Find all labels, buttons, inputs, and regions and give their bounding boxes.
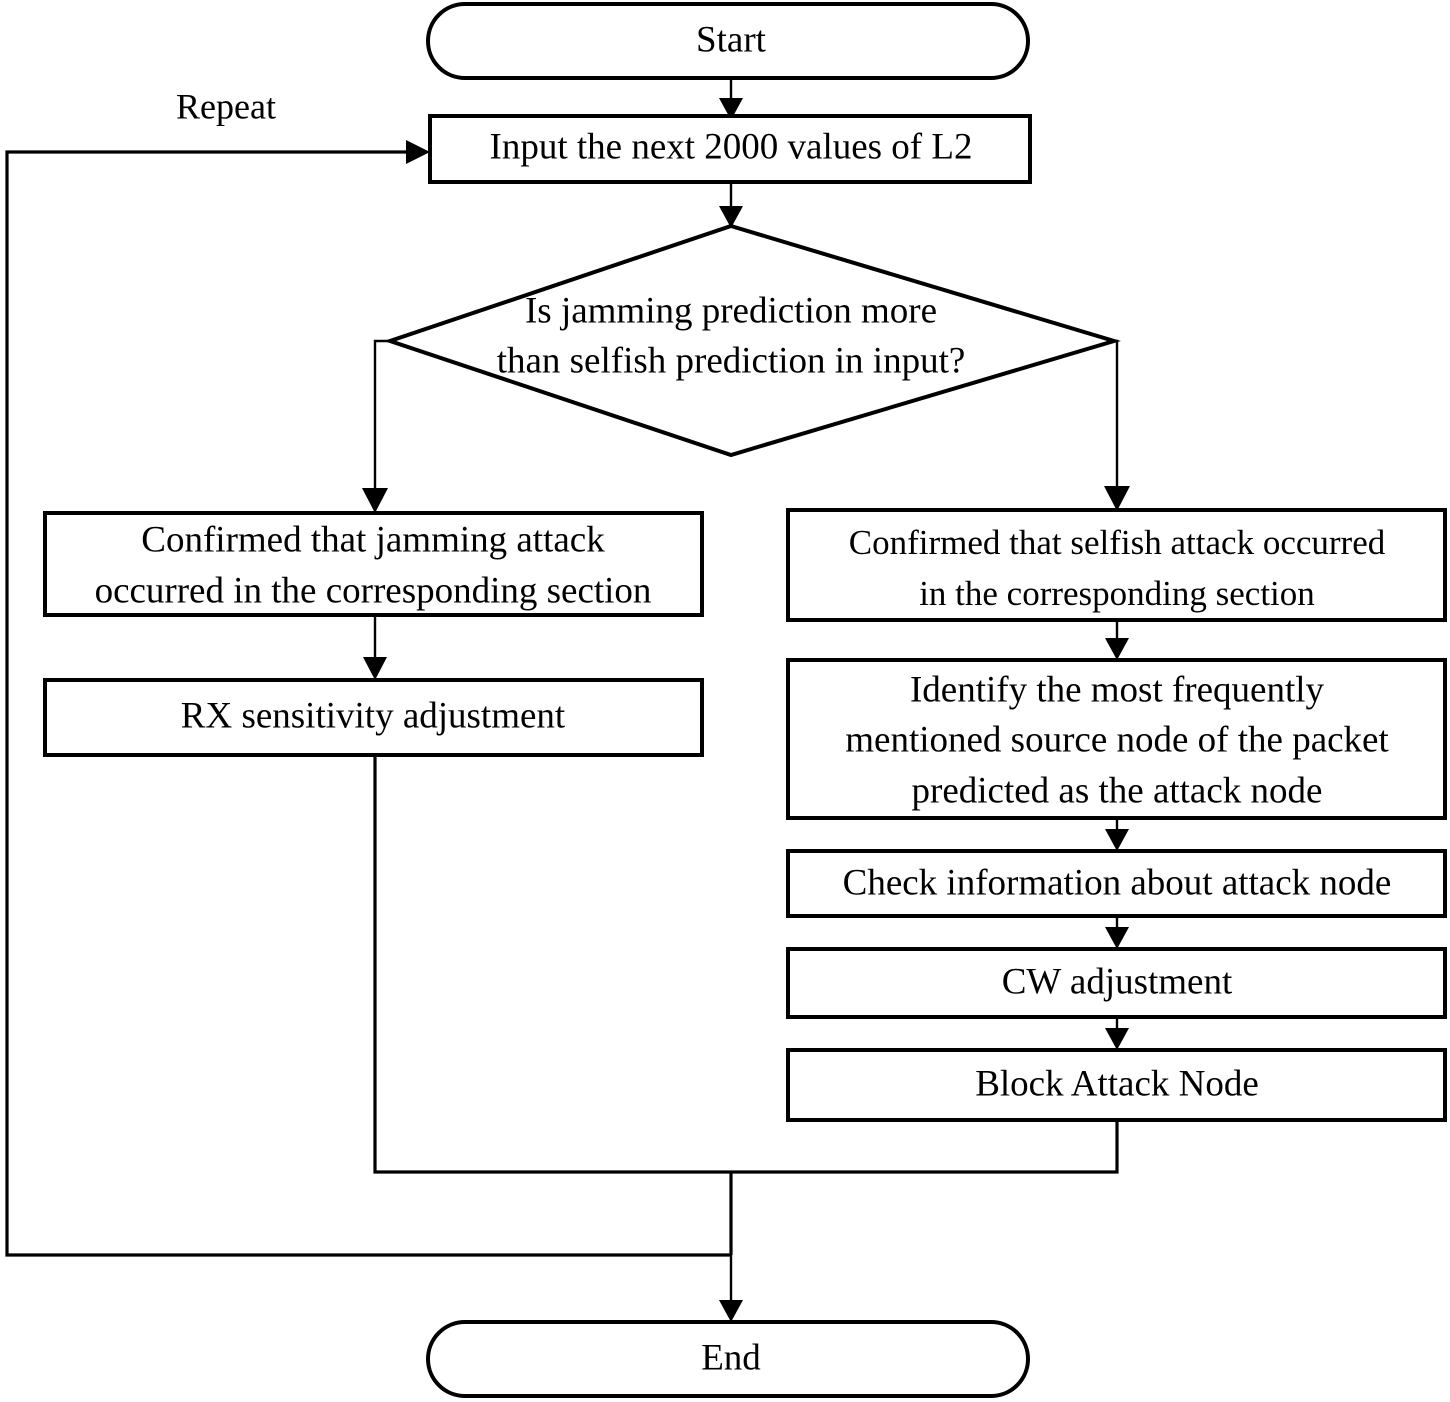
edge-label-repeat: Repeat <box>176 86 276 126</box>
node-jamming-confirmed[interactable]: Confirmed that jamming attack occurred i… <box>43 511 704 617</box>
node-check-attack-info[interactable]: Check information about attack node <box>786 849 1447 918</box>
node-jamming-confirmed-line2: occurred in the corresponding section <box>95 570 652 611</box>
node-jamming-confirmed-line1: Confirmed that jamming attack <box>141 519 605 560</box>
node-identify-line2: mentioned source node of the packet <box>845 719 1389 760</box>
edge-input-to-decision <box>719 182 743 228</box>
edge-jamming-to-rx <box>363 615 387 680</box>
edge-decision-to-selfish <box>1104 339 1130 511</box>
node-decision-line2: than selfish prediction in input? <box>497 340 966 381</box>
node-block-attack-node-label: Block Attack Node <box>975 1063 1259 1104</box>
edge-start-to-input <box>719 78 743 120</box>
edge-block-to-merge <box>731 1120 1119 1174</box>
node-decision[interactable]: Is jamming prediction more than selfish … <box>383 223 1121 458</box>
node-end-label: End <box>701 1337 761 1378</box>
edge-decision-to-jamming <box>362 339 390 513</box>
node-decision-line1: Is jamming prediction more <box>525 290 937 331</box>
edge-check-to-cw <box>1105 916 1129 949</box>
node-cw-adjustment-label: CW adjustment <box>1002 961 1233 1002</box>
node-identify-attack-node[interactable]: Identify the most frequently mentioned s… <box>786 658 1447 820</box>
edge-rx-to-merge <box>373 755 731 1174</box>
node-block-attack-node[interactable]: Block Attack Node <box>786 1048 1447 1122</box>
node-start[interactable]: Start <box>426 2 1030 80</box>
edge-cw-to-block <box>1105 1017 1129 1050</box>
edge-selfish-to-identify <box>1105 620 1129 660</box>
node-cw-adjustment[interactable]: CW adjustment <box>786 947 1447 1019</box>
node-end[interactable]: End <box>426 1320 1030 1398</box>
node-rx-sensitivity-adjustment[interactable]: RX sensitivity adjustment <box>43 678 704 757</box>
node-check-attack-info-label: Check information about attack node <box>843 862 1392 903</box>
node-selfish-confirmed-line2: in the corresponding section <box>919 574 1315 613</box>
node-selfish-confirmed-line1: Confirmed that selfish attack occurred <box>849 523 1386 562</box>
node-input-label: Input the next 2000 values of L2 <box>490 126 973 167</box>
node-start-label: Start <box>696 19 767 60</box>
edge-merge-to-end <box>719 1172 743 1322</box>
node-identify-line3: predicted as the attack node <box>912 770 1323 811</box>
edge-identify-to-check <box>1105 818 1129 851</box>
node-rx-sensitivity-label: RX sensitivity adjustment <box>181 695 566 736</box>
node-input[interactable]: Input the next 2000 values of L2 <box>428 114 1032 184</box>
edge-repeat-loopback <box>5 140 731 1257</box>
node-identify-line1: Identify the most frequently <box>910 669 1325 710</box>
node-selfish-confirmed[interactable]: Confirmed that selfish attack occurred i… <box>786 508 1447 622</box>
